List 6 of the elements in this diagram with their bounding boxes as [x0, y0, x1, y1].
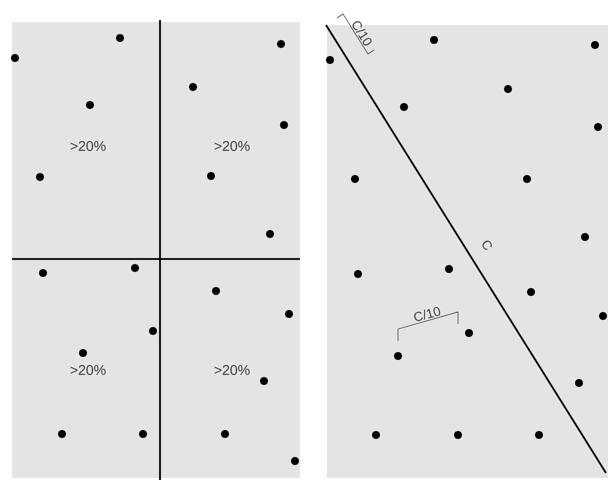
dimension-label: C [482, 240, 492, 250]
dimension-label: C/10 [414, 306, 440, 322]
percentage-label: >20% [70, 365, 106, 375]
percentage-label: >20% [214, 141, 250, 151]
percentage-label: >20% [70, 141, 106, 151]
percentage-label: >20% [214, 365, 250, 375]
